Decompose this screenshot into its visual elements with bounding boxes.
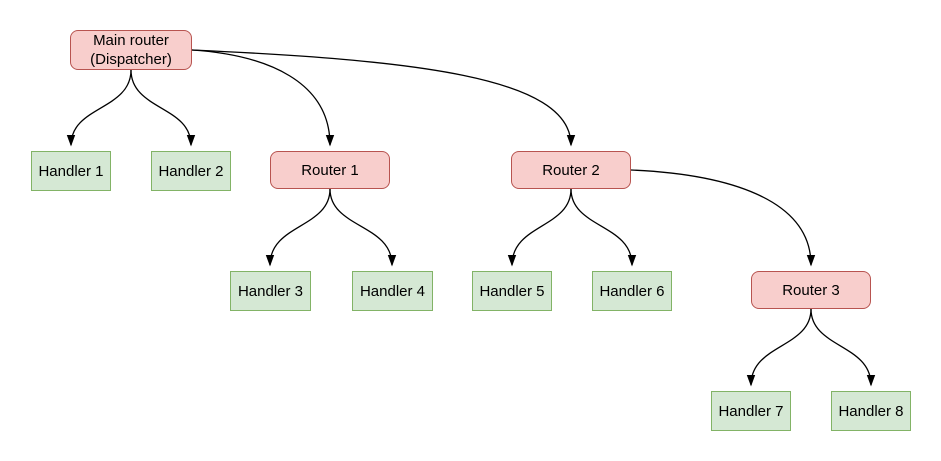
edge-main-router-to-handler-2 bbox=[130, 69, 196, 147]
node-handler-1: Handler 1 bbox=[31, 151, 111, 191]
handler-7-label: Handler 7 bbox=[718, 402, 784, 420]
handler-1-label: Handler 1 bbox=[38, 162, 104, 180]
router-3-label: Router 3 bbox=[782, 281, 840, 299]
edge-router-2-to-router-3 bbox=[630, 169, 816, 267]
node-handler-6: Handler 6 bbox=[592, 271, 672, 311]
router-1-label: Router 1 bbox=[301, 161, 359, 179]
node-handler-5: Handler 5 bbox=[472, 271, 552, 311]
node-handler-7: Handler 7 bbox=[711, 391, 791, 431]
node-handler-2: Handler 2 bbox=[151, 151, 231, 191]
node-handler-3: Handler 3 bbox=[230, 271, 311, 311]
node-router-2: Router 2 bbox=[511, 151, 631, 189]
edge-router-3-to-handler-7 bbox=[746, 308, 812, 387]
main-router-label-line1: Main router bbox=[93, 32, 169, 49]
edge-router-3-to-handler-8 bbox=[810, 308, 876, 387]
node-router-3: Router 3 bbox=[751, 271, 871, 309]
router-2-label: Router 2 bbox=[542, 161, 600, 179]
node-main-router: Main router (Dispatcher) bbox=[70, 30, 192, 70]
edge-router-1-to-handler-3 bbox=[265, 188, 331, 267]
node-handler-8: Handler 8 bbox=[831, 391, 911, 431]
handler-5-label: Handler 5 bbox=[479, 282, 545, 300]
handler-4-label: Handler 4 bbox=[359, 282, 426, 300]
main-router-label-line2: (Dispatcher) bbox=[90, 51, 172, 68]
handler-2-label: Handler 2 bbox=[158, 162, 224, 180]
handler-8-label: Handler 8 bbox=[838, 402, 904, 420]
handler-6-label: Handler 6 bbox=[599, 282, 665, 300]
edge-main-router-to-router-1 bbox=[191, 49, 335, 147]
edge-router-1-to-handler-4 bbox=[329, 188, 397, 267]
edge-main-router-to-router-2 bbox=[191, 49, 576, 147]
node-router-1: Router 1 bbox=[270, 151, 390, 189]
edge-router-2-to-handler-5 bbox=[507, 188, 572, 267]
node-handler-4: Handler 4 bbox=[352, 271, 433, 311]
edge-router-2-to-handler-6 bbox=[570, 188, 637, 267]
edge-main-router-to-handler-1 bbox=[66, 69, 132, 147]
handler-3-label: Handler 3 bbox=[237, 282, 304, 300]
